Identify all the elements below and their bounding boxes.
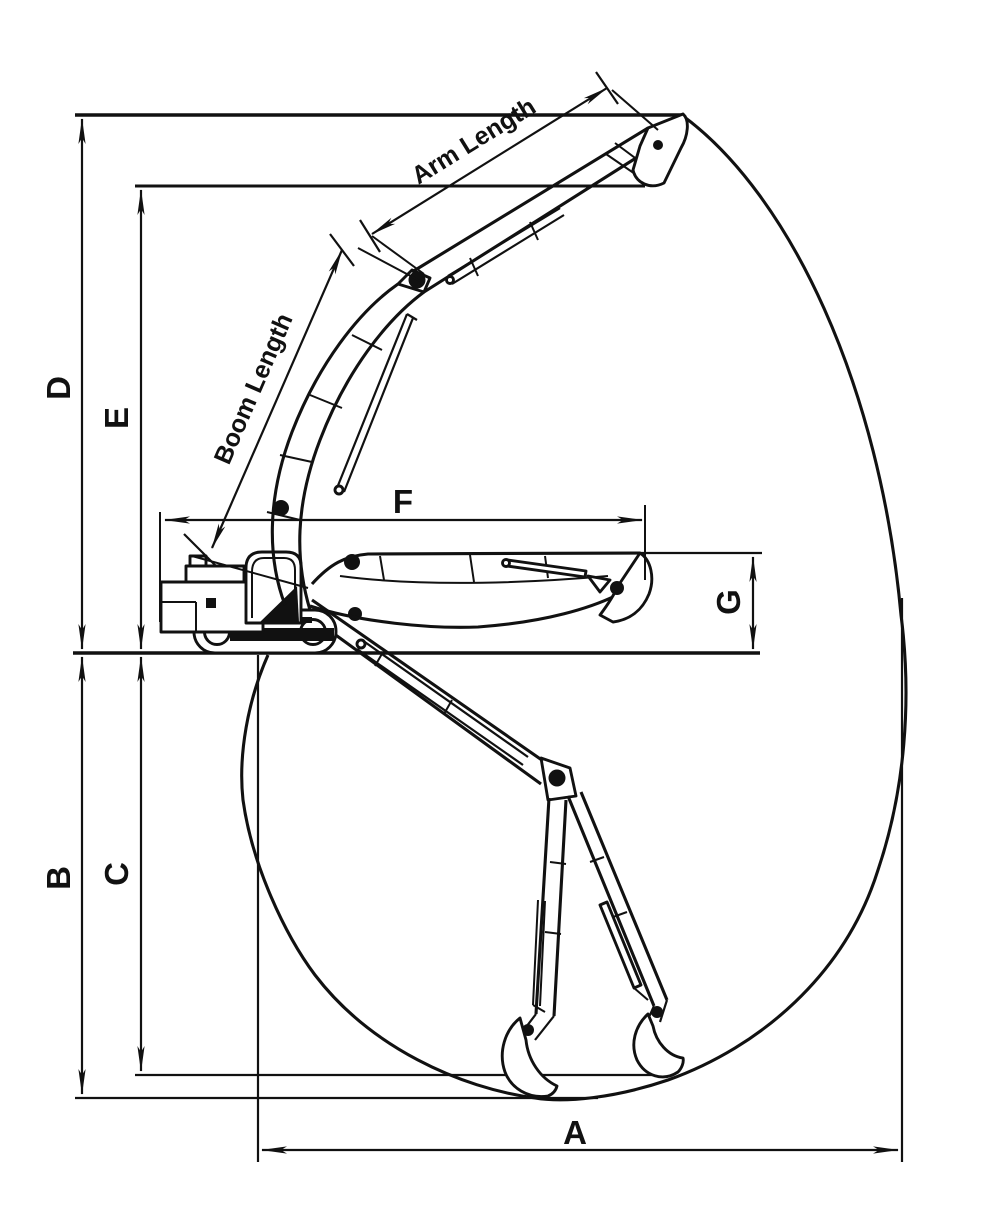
horiz-boom-chord	[339, 575, 609, 584]
raised-arm-cylinder	[447, 207, 565, 285]
dig-boom-cylinder	[356, 639, 529, 766]
working-envelope	[240, 114, 908, 1102]
dig-boom-outline	[303, 610, 542, 786]
cab-interior-mass	[260, 586, 299, 622]
dig-arm1-cylinder	[532, 899, 546, 1013]
excavator-horizontal-position	[309, 551, 654, 629]
joint-extension	[357, 235, 425, 282]
horiz-boom-top-edge	[310, 551, 641, 586]
horiz-bucket-bracket	[586, 574, 612, 594]
horiz-boom-pin	[344, 554, 360, 570]
dig-boom-outline	[311, 598, 550, 767]
dig-arm2-outline	[566, 791, 669, 1007]
dim-label-c: C	[98, 862, 135, 886]
dim-label-b: B	[40, 866, 77, 890]
horiz-bucket-pin	[610, 581, 624, 595]
dig-arm2-rung	[589, 856, 628, 918]
raised-cylinder-pin	[333, 484, 345, 496]
dim-label-d: D	[40, 376, 77, 400]
boom-foot-extension	[191, 555, 309, 589]
excavator-machine-body	[159, 550, 338, 655]
dim-label-g: G	[710, 589, 747, 615]
raised-bucket-pin	[653, 140, 663, 150]
counterweight-divider	[161, 601, 197, 632]
horiz-boom-bottom-edge	[309, 587, 620, 629]
arm-length-ticks	[359, 71, 619, 253]
dim-label-f: F	[393, 483, 413, 520]
bucket-extension	[611, 89, 659, 131]
dim-line-boom-length	[210, 249, 344, 549]
hood-latch	[206, 598, 216, 608]
horiz-cylinder-pin	[501, 558, 511, 568]
dim-label-a: A	[563, 1114, 587, 1151]
dig-arm2-cylinder	[598, 900, 643, 990]
dimension-lines	[78, 71, 899, 1154]
horiz-bucket	[598, 551, 654, 624]
boom-length-label: Boom Length	[209, 309, 299, 468]
dig-bucket2-pin	[651, 1006, 663, 1018]
dig-bucket2	[632, 1012, 685, 1079]
raised-bucket	[631, 112, 689, 188]
dig-arm2-bracket	[633, 987, 649, 1001]
dig-arm1-outline	[534, 797, 568, 1017]
raised-boom-pin	[273, 500, 289, 516]
exhaust-stack	[188, 554, 208, 568]
dig-arm1-rung	[544, 861, 567, 935]
raised-boom-cylinder	[335, 313, 418, 493]
excavator-digging-position	[303, 598, 685, 1098]
raised-arm-cylinder-pin	[445, 275, 455, 285]
excavator-raised-position	[266, 112, 689, 611]
dig-elbow-pin	[548, 769, 566, 787]
dim-label-e: E	[98, 407, 135, 429]
envelope-curve	[240, 114, 908, 1102]
dig-bucket1	[500, 1016, 559, 1098]
dim-line-arm-length	[371, 87, 608, 235]
f-extension-lines	[159, 505, 646, 622]
dig-cylinder-pin	[355, 638, 367, 650]
boom-length-ticks	[183, 233, 355, 567]
